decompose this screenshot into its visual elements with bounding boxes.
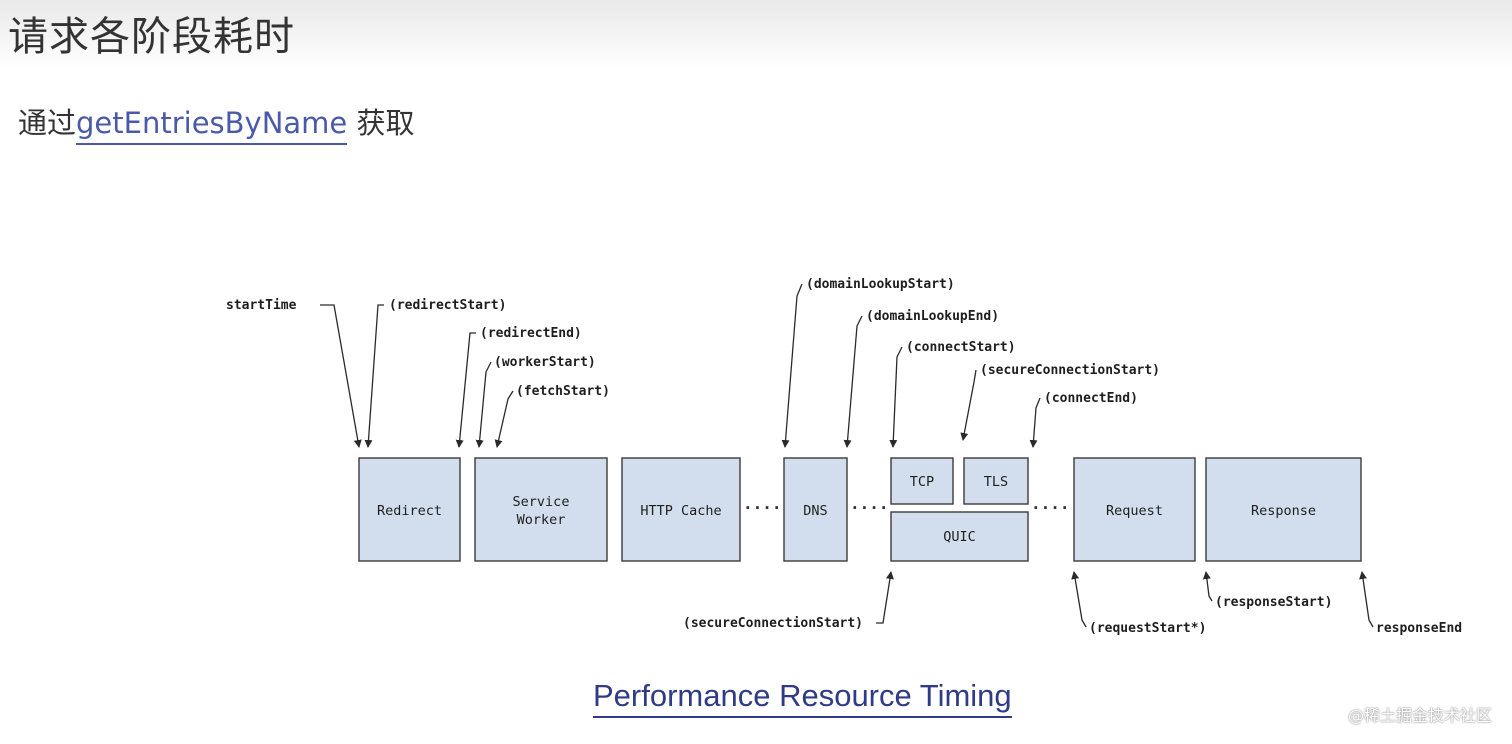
marker-response-end: responseEnd	[1376, 621, 1462, 636]
stage-service-worker-label-1: Service	[513, 494, 570, 510]
stage-http-cache-label: HTTP Cache	[640, 503, 721, 519]
diagram-caption: Performance Resource Timing	[593, 678, 1012, 718]
stage-dns-label: DNS	[803, 503, 827, 519]
stage-redirect: Redirect	[358, 457, 461, 562]
stage-redirect-label: Redirect	[377, 503, 442, 519]
stage-quic-label: QUIC	[943, 529, 976, 545]
stage-request: Request	[1073, 457, 1196, 562]
arrow-connect-start	[889, 346, 903, 448]
get-entries-by-name-link[interactable]: getEntriesByName	[76, 106, 348, 145]
arrow-domain-lookup-start	[781, 283, 803, 448]
arrow-fetch-start	[494, 390, 514, 448]
marker-domain-lookup-end: (domainLookupEnd)	[866, 309, 999, 324]
arrow-worker-start	[475, 361, 492, 448]
arrow-response-end	[1359, 571, 1374, 628]
marker-connect-end: (connectEnd)	[1044, 391, 1138, 406]
stage-response: Response	[1205, 457, 1362, 562]
title-band	[0, 0, 1512, 70]
stage-service-worker-label-2: Worker	[517, 512, 566, 528]
arrow-response-start	[1202, 571, 1213, 602]
stage-tcp: TCP	[890, 457, 954, 505]
stage-http-cache: HTTP Cache	[621, 457, 741, 562]
arrow-redirect-start	[364, 304, 384, 448]
arrow-redirect-end	[455, 332, 476, 448]
subtitle-suffix: 获取	[347, 106, 415, 140]
arrow-connect-end	[1029, 397, 1041, 448]
stage-tls-label: TLS	[984, 474, 1008, 490]
marker-redirect-end: (redirectEnd)	[480, 326, 582, 341]
marker-start-time: startTime	[226, 298, 297, 313]
marker-domain-lookup-start: (domainLookupStart)	[806, 277, 955, 292]
stage-quic: QUIC	[890, 511, 1029, 562]
arrow-secure-connection-start-top	[960, 369, 977, 441]
separator-dots-2: ····	[850, 498, 889, 517]
stage-request-label: Request	[1106, 503, 1163, 519]
separator-dots-1: ····	[743, 498, 782, 517]
arrow-start-time	[320, 304, 362, 448]
separator-dots-3: ····	[1031, 498, 1070, 517]
marker-secure-connection-start-bottom: (secureConnectionStart)	[683, 616, 863, 631]
stage-service-worker: Service Worker	[474, 457, 608, 562]
watermark: @稀土掘金技术社区	[1347, 706, 1492, 725]
marker-connect-start: (connectStart)	[906, 340, 1016, 355]
arrow-domain-lookup-end	[843, 315, 863, 448]
stage-dns: DNS	[783, 457, 848, 562]
page-title: 请求各阶段耗时	[8, 14, 295, 60]
marker-worker-start: (workerStart)	[494, 355, 596, 370]
marker-redirect-start: (redirectStart)	[389, 298, 506, 313]
marker-request-start: (requestStart*)	[1089, 621, 1206, 636]
marker-secure-connection-start-top: (secureConnectionStart)	[980, 363, 1160, 378]
arrow-secure-connection-start-bottom	[876, 571, 894, 624]
arrow-request-start	[1071, 571, 1087, 628]
stage-tcp-label: TCP	[910, 474, 934, 490]
subtitle-prefix: 通过	[18, 106, 77, 140]
marker-fetch-start: (fetchStart)	[516, 384, 610, 399]
stage-response-label: Response	[1251, 503, 1316, 519]
stage-tls: TLS	[963, 457, 1029, 505]
marker-response-start: (responseStart)	[1215, 595, 1332, 610]
subtitle: 通过getEntriesByName 获取	[18, 100, 415, 145]
